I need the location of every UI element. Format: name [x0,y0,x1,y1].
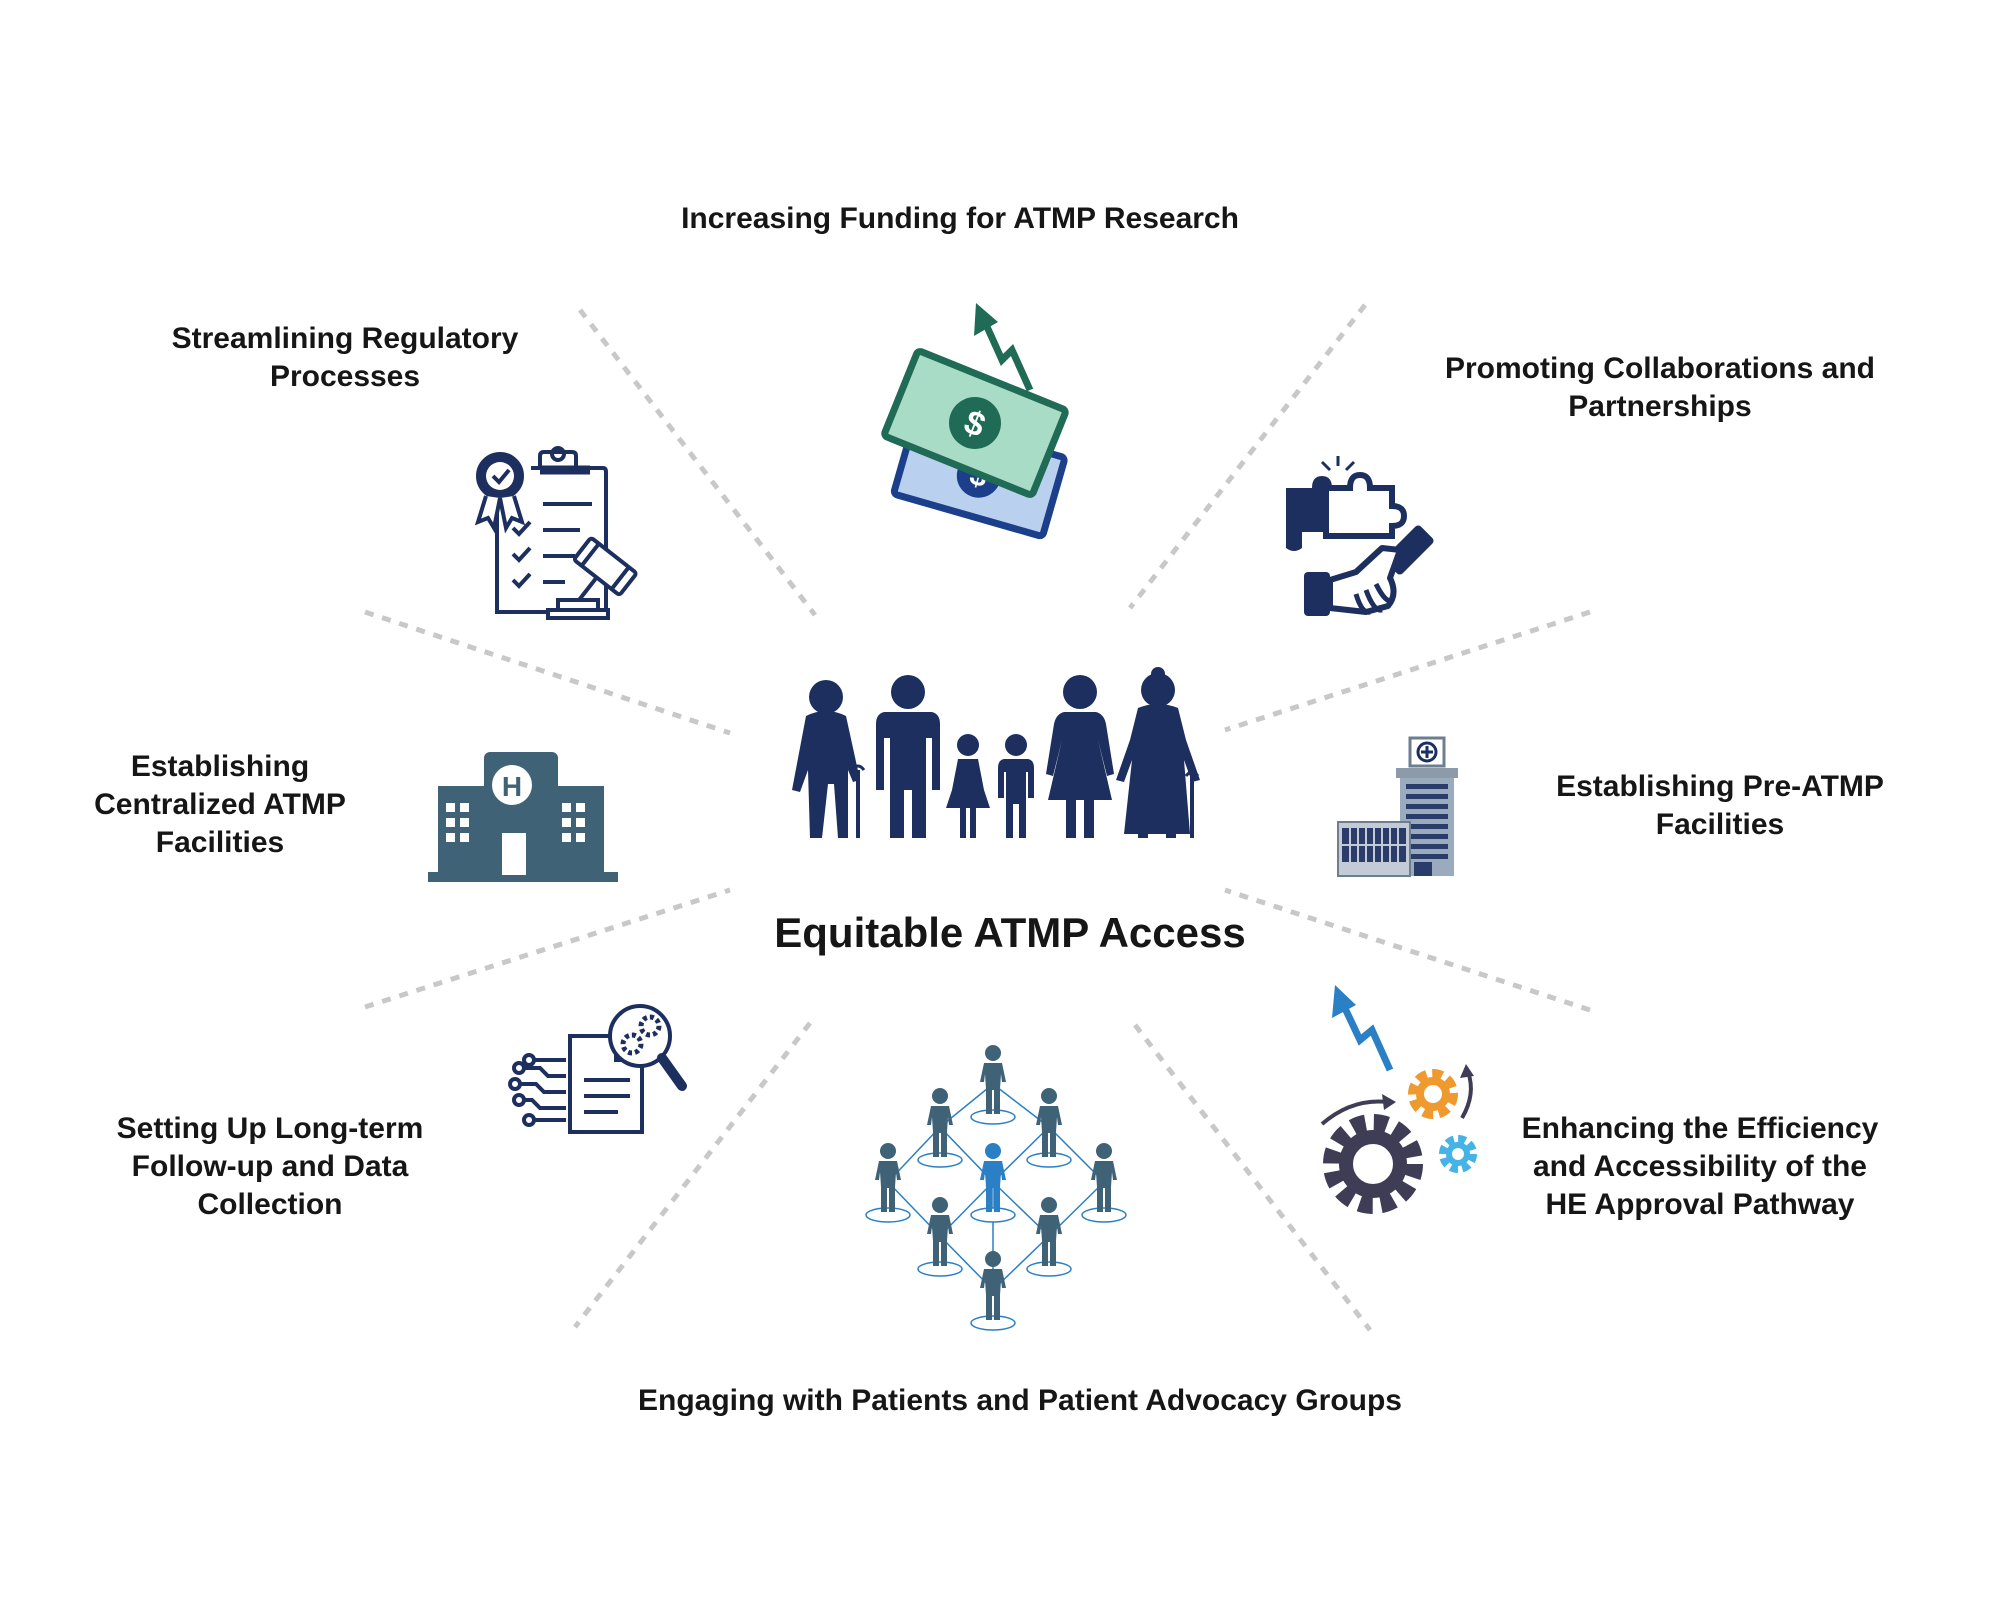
label-he-approval: Enhancing the Efficiency and Accessibili… [1521,1112,1879,1221]
money-growth-icon: $ $ [881,303,1069,540]
label-collaboration: Promoting Collaborations and Partnership… [1444,352,1875,423]
label-follow-up: Setting Up Long-term Follow-up and Data … [116,1112,424,1221]
divider-line [364,887,731,1010]
people-network-icon [865,1045,1127,1331]
family-generations-icon [792,667,1200,838]
label-funding: Increasing Funding for ATMP Research [681,202,1239,235]
puzzle-handshake-icon [1286,456,1434,616]
hospital-building-icon: H [428,752,618,882]
divider-line [1224,609,1591,733]
hospital-tower-icon [1337,736,1458,877]
label-pre-atmp: Establishing Pre-ATMP Facilities [1556,770,1884,841]
regulatory-checklist-icon [474,446,638,620]
center-title: Equitable ATMP Access [774,909,1246,956]
gears-growth-icon [1320,985,1477,1214]
svg-text:H: H [502,771,522,802]
label-centralized: Establishing Centralized ATMP Facilities [94,750,346,859]
divider-line [1128,303,1367,610]
data-analysis-icon [508,1004,687,1134]
divider-line [364,609,731,736]
label-regulatory: Streamlining Regulatory Processes [171,322,519,393]
label-patients: Engaging with Patients and Patient Advoc… [637,1384,1402,1417]
